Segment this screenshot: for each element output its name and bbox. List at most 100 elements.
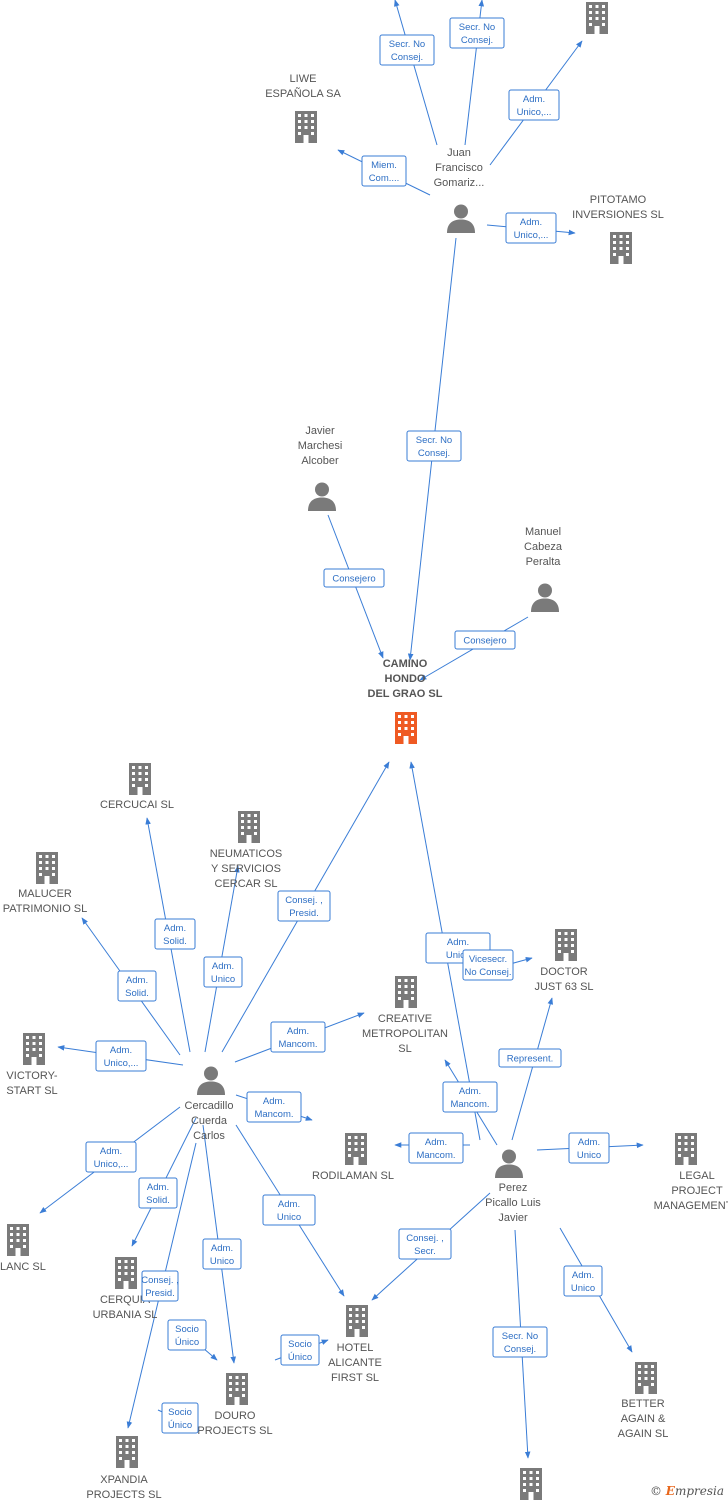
- relation-label[interactable]: Consej. ,Presid.: [141, 1270, 179, 1302]
- relation-label[interactable]: Adm.Unico: [568, 1132, 610, 1164]
- node-label: BETTER: [621, 1398, 664, 1410]
- node-lanc[interactable]: LANC SL: [0, 1224, 46, 1273]
- building-icon: [346, 1305, 368, 1337]
- node-label: HONDO: [385, 673, 426, 685]
- relation-label-text: Unico: [277, 1212, 301, 1223]
- node-top-right-building[interactable]: [586, 2, 608, 34]
- relation-label-text: Presid.: [289, 908, 319, 919]
- node-label: SL: [398, 1043, 411, 1055]
- node-label: RODILAMAN SL: [312, 1170, 394, 1182]
- relation-label-text: Unico,...: [104, 1058, 139, 1069]
- relation-label[interactable]: Consej. ,Secr.: [398, 1228, 452, 1260]
- relation-label-text: Secr. No: [459, 22, 495, 33]
- relation-label-text: Solid.: [146, 1195, 170, 1206]
- relation-label-text: Secr.: [414, 1246, 436, 1257]
- relation-label[interactable]: Consej. ,Presid.: [277, 890, 331, 922]
- node-label: DOCTOR: [540, 966, 588, 978]
- building-icon: [635, 1362, 657, 1394]
- relation-label[interactable]: Adm.Unico,...: [505, 212, 557, 244]
- relation-label[interactable]: Adm.Unico,...: [95, 1040, 147, 1072]
- node-label: START SL: [6, 1085, 57, 1097]
- relation-label[interactable]: Consejero: [454, 630, 516, 650]
- node-douro[interactable]: DOURO PROJECTS SL: [197, 1373, 273, 1437]
- relation-label-text: Solid.: [125, 988, 149, 999]
- node-legal[interactable]: LEGALPROJECTMANAGEMENT...: [654, 1133, 728, 1212]
- building-icon: [610, 232, 632, 264]
- building-icon: [675, 1133, 697, 1165]
- node-label: INVERSIONES SL: [572, 209, 664, 221]
- node-cercucai[interactable]: CERCUCAI SL: [100, 763, 174, 811]
- relation-label[interactable]: Adm.Mancom.: [408, 1132, 464, 1164]
- brand-initial: E: [665, 1484, 675, 1498]
- relation-label-text: Unico: [211, 974, 235, 985]
- node-label: PROJECTS SL: [197, 1425, 272, 1437]
- node-label: NEUMATICOS: [210, 848, 283, 860]
- relation-label[interactable]: Vicesecr.No Consej.: [462, 949, 514, 981]
- node-label: CAMINO: [383, 658, 428, 670]
- relation-label[interactable]: Consejero: [323, 568, 385, 588]
- relation-label-text: Consej. ,: [141, 1275, 179, 1286]
- relation-label[interactable]: Adm.Mancom.: [442, 1081, 498, 1113]
- relation-label[interactable]: Miem.Com....: [361, 155, 407, 187]
- relation-label[interactable]: Represent.: [498, 1048, 562, 1068]
- relation-label[interactable]: Adm.Unico: [202, 1238, 242, 1270]
- node-rodilaman[interactable]: RODILAMAN SL: [312, 1133, 394, 1182]
- relation-label[interactable]: Adm.Mancom.: [246, 1091, 302, 1123]
- relation-label[interactable]: Adm.Unico,...: [508, 89, 560, 121]
- node-bottom-building[interactable]: [520, 1468, 542, 1500]
- relation-label-text: Secr. No: [389, 39, 425, 50]
- node-label: Francisco: [435, 162, 483, 174]
- relation-label-text: Consejero: [332, 574, 375, 585]
- relation-label[interactable]: Adm.Solid.: [117, 970, 157, 1002]
- building-icon: [295, 111, 317, 143]
- relation-label[interactable]: Secr. No Consej.: [379, 34, 435, 66]
- relation-label[interactable]: Adm.Unico: [262, 1194, 316, 1226]
- node-label: Perez: [499, 1182, 528, 1194]
- relation-label[interactable]: Adm.Mancom.: [270, 1021, 326, 1053]
- relation-label-text: Secr. No: [416, 435, 452, 446]
- relation-label-text: Unico,...: [94, 1159, 129, 1170]
- building-icon: [226, 1373, 248, 1405]
- relation-label[interactable]: Adm.Unico,...: [85, 1141, 137, 1173]
- node-victory[interactable]: VICTORY-START SL: [6, 1033, 58, 1097]
- relation-label-text: Adm.: [447, 937, 469, 948]
- relation-label-text: Socio: [168, 1407, 192, 1418]
- relation-label[interactable]: Adm.Unico: [203, 956, 243, 988]
- node-label: Y SERVICIOS: [211, 863, 281, 875]
- relation-label-text: Consej.: [391, 52, 423, 63]
- node-label: Juan: [447, 147, 471, 159]
- node-juan[interactable]: JuanFranciscoGomariz...: [434, 147, 485, 233]
- node-neumaticos[interactable]: NEUMATICOS Y SERVICIOS CERCAR SL: [210, 811, 283, 890]
- relation-label-text: Adm.: [520, 217, 542, 228]
- person-icon: [531, 583, 559, 612]
- node-label: DOURO: [215, 1410, 256, 1422]
- node-label: Alcober: [301, 455, 339, 467]
- relation-label[interactable]: Adm.Solid.: [154, 918, 196, 950]
- node-label: CERCAR SL: [215, 878, 278, 890]
- relation-label[interactable]: Adm.Solid.: [138, 1177, 178, 1209]
- node-label: FIRST SL: [331, 1372, 379, 1384]
- relation-label[interactable]: Adm.Unico: [563, 1265, 603, 1297]
- node-label: LANC SL: [0, 1261, 46, 1273]
